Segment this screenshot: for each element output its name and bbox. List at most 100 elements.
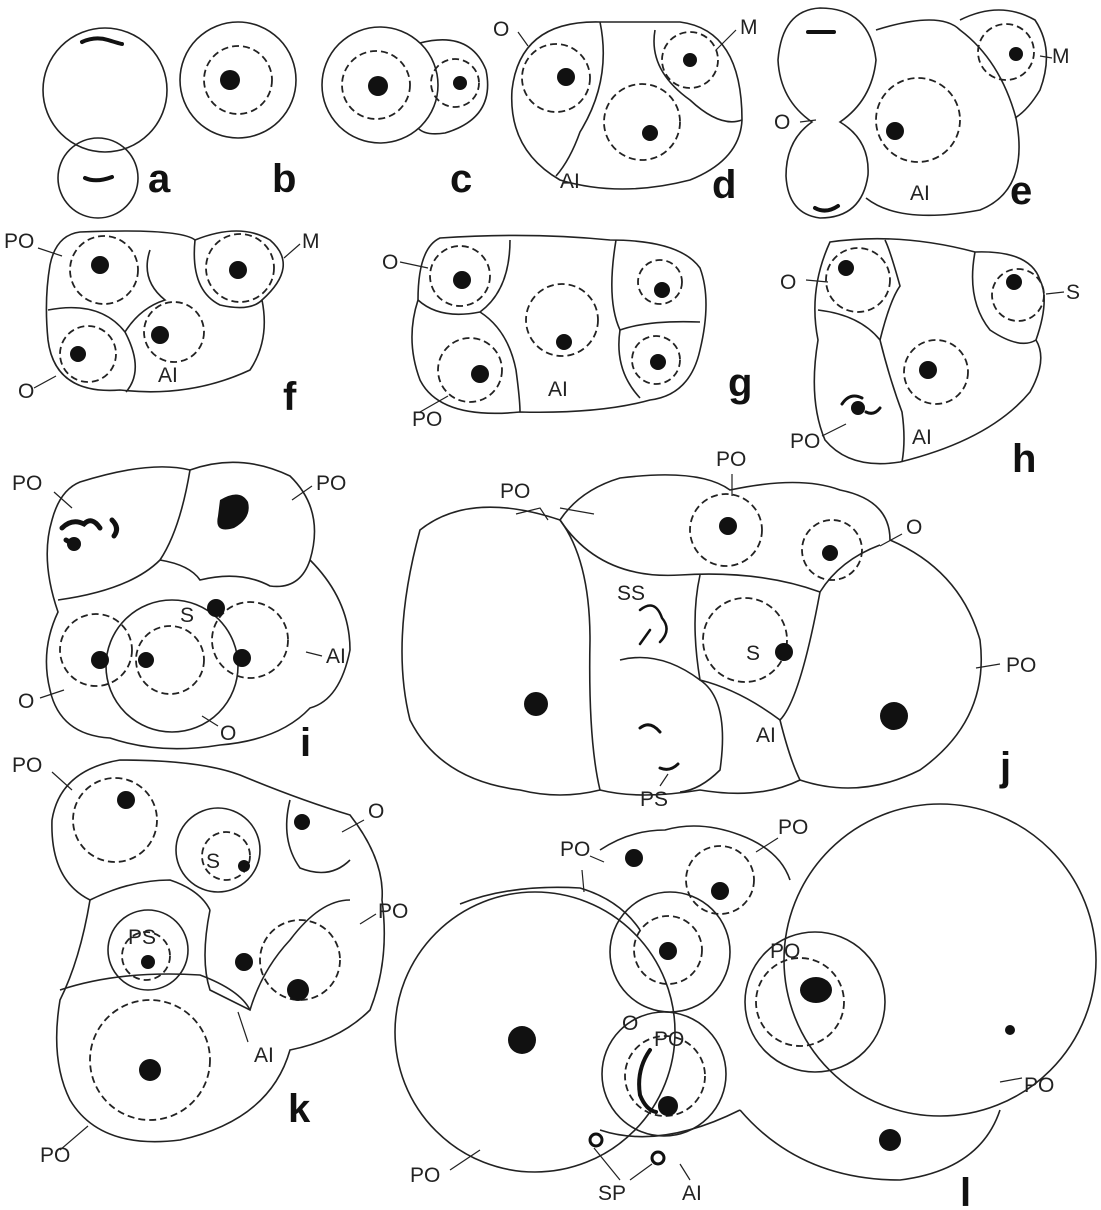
nucleolus xyxy=(91,256,109,274)
nucleolus xyxy=(233,649,251,667)
panel-g-letter: g xyxy=(728,361,752,405)
label-ai: AI xyxy=(560,170,580,193)
nucleolus xyxy=(683,53,697,67)
nucleolus xyxy=(524,692,548,716)
nucleolus xyxy=(235,953,253,971)
nucleolus xyxy=(658,1096,678,1116)
panel-l-letter: l xyxy=(960,1171,971,1210)
nucleolus xyxy=(654,282,670,298)
label-po: PO xyxy=(716,448,746,471)
label-po: PO xyxy=(412,408,442,431)
nucleolus xyxy=(1006,274,1022,290)
nucleolus xyxy=(650,354,666,370)
nucleolus xyxy=(287,979,309,1001)
nucleolus xyxy=(117,791,135,809)
label-ps: PS xyxy=(128,926,156,949)
nucleolus xyxy=(879,1129,901,1151)
label-po: PO xyxy=(378,900,408,923)
nucleolus xyxy=(1005,1025,1015,1035)
nucleolus xyxy=(625,849,643,867)
label-ai: AI xyxy=(254,1044,274,1067)
label-s: S xyxy=(746,642,760,665)
label-ai: AI xyxy=(912,426,932,449)
nucleolus xyxy=(775,643,793,661)
nucleolus xyxy=(67,537,81,551)
nucleolus xyxy=(453,76,467,90)
nucleolus xyxy=(880,702,908,730)
nucleolus xyxy=(838,260,854,276)
label-o: O xyxy=(622,1012,638,1035)
label-po: PO xyxy=(500,480,530,503)
nucleolus xyxy=(1009,47,1023,61)
label-o: O xyxy=(906,516,922,539)
label-o: O xyxy=(382,251,398,274)
label-o: O xyxy=(18,380,34,403)
nucleolus xyxy=(294,814,310,830)
nucleolus xyxy=(557,68,575,86)
label-m: M xyxy=(1052,45,1070,68)
nucleolus xyxy=(851,401,865,415)
label-po: PO xyxy=(4,230,34,253)
nucleolus xyxy=(220,70,240,90)
panel-h-letter: h xyxy=(1012,437,1036,481)
label-ai: AI xyxy=(756,724,776,747)
label-ai: AI xyxy=(158,364,178,387)
label-o: O xyxy=(18,690,34,713)
nucleolus xyxy=(556,334,572,350)
nucleolus xyxy=(138,652,154,668)
nucleolus xyxy=(471,365,489,383)
label-o: O xyxy=(774,111,790,134)
label-ai: AI xyxy=(548,378,568,401)
nucleolus xyxy=(886,122,904,140)
nucleolus xyxy=(70,346,86,362)
nucleolus xyxy=(822,545,838,561)
label-po: PO xyxy=(778,816,808,839)
label-po: PO xyxy=(654,1028,684,1051)
nucleolus xyxy=(800,977,832,1003)
nucleolus xyxy=(238,860,250,872)
label-ps: PS xyxy=(640,788,668,811)
nucleolus xyxy=(719,517,737,535)
label-m: M xyxy=(302,230,320,253)
panel-c-letter: c xyxy=(450,157,472,201)
panel-e-letter: e xyxy=(1010,169,1032,213)
label-s: S xyxy=(180,604,194,627)
label-ai: AI xyxy=(326,645,346,668)
label-sp: SP xyxy=(598,1182,626,1205)
label-po: PO xyxy=(1006,654,1036,677)
label-po: PO xyxy=(316,472,346,495)
nucleolus xyxy=(919,361,937,379)
nucleolus xyxy=(151,326,169,344)
panel-k-letter: j xyxy=(999,745,1011,789)
label-po: PO xyxy=(12,472,42,495)
nucleolus xyxy=(141,955,155,969)
label-s: S xyxy=(206,850,220,873)
label-o: O xyxy=(368,800,384,823)
nucleolus xyxy=(91,651,109,669)
label-m: M xyxy=(740,16,758,39)
label-po: PO xyxy=(410,1164,440,1187)
label-ai: AI xyxy=(682,1182,702,1205)
nucleolus xyxy=(642,125,658,141)
nucleolus xyxy=(508,1026,536,1054)
panel-b-letter: b xyxy=(272,157,296,201)
panel-f-letter: f xyxy=(283,375,297,419)
nucleolus xyxy=(711,882,729,900)
panel-d-letter: d xyxy=(712,163,736,207)
label-ai: AI xyxy=(910,182,930,205)
panel-a-letter: a xyxy=(148,157,171,201)
label-po: PO xyxy=(1024,1074,1054,1097)
label-po: PO xyxy=(770,940,800,963)
nucleolus xyxy=(453,271,471,289)
label-po: PO xyxy=(790,430,820,453)
nucleolus xyxy=(139,1059,161,1081)
label-po: PO xyxy=(12,754,42,777)
nucleolus xyxy=(229,261,247,279)
label-o: O xyxy=(493,18,509,41)
label-o: O xyxy=(220,722,236,745)
nucleolus xyxy=(368,76,388,96)
label-po: PO xyxy=(40,1144,70,1167)
nucleolus xyxy=(659,942,677,960)
label-s: S xyxy=(1066,281,1080,304)
